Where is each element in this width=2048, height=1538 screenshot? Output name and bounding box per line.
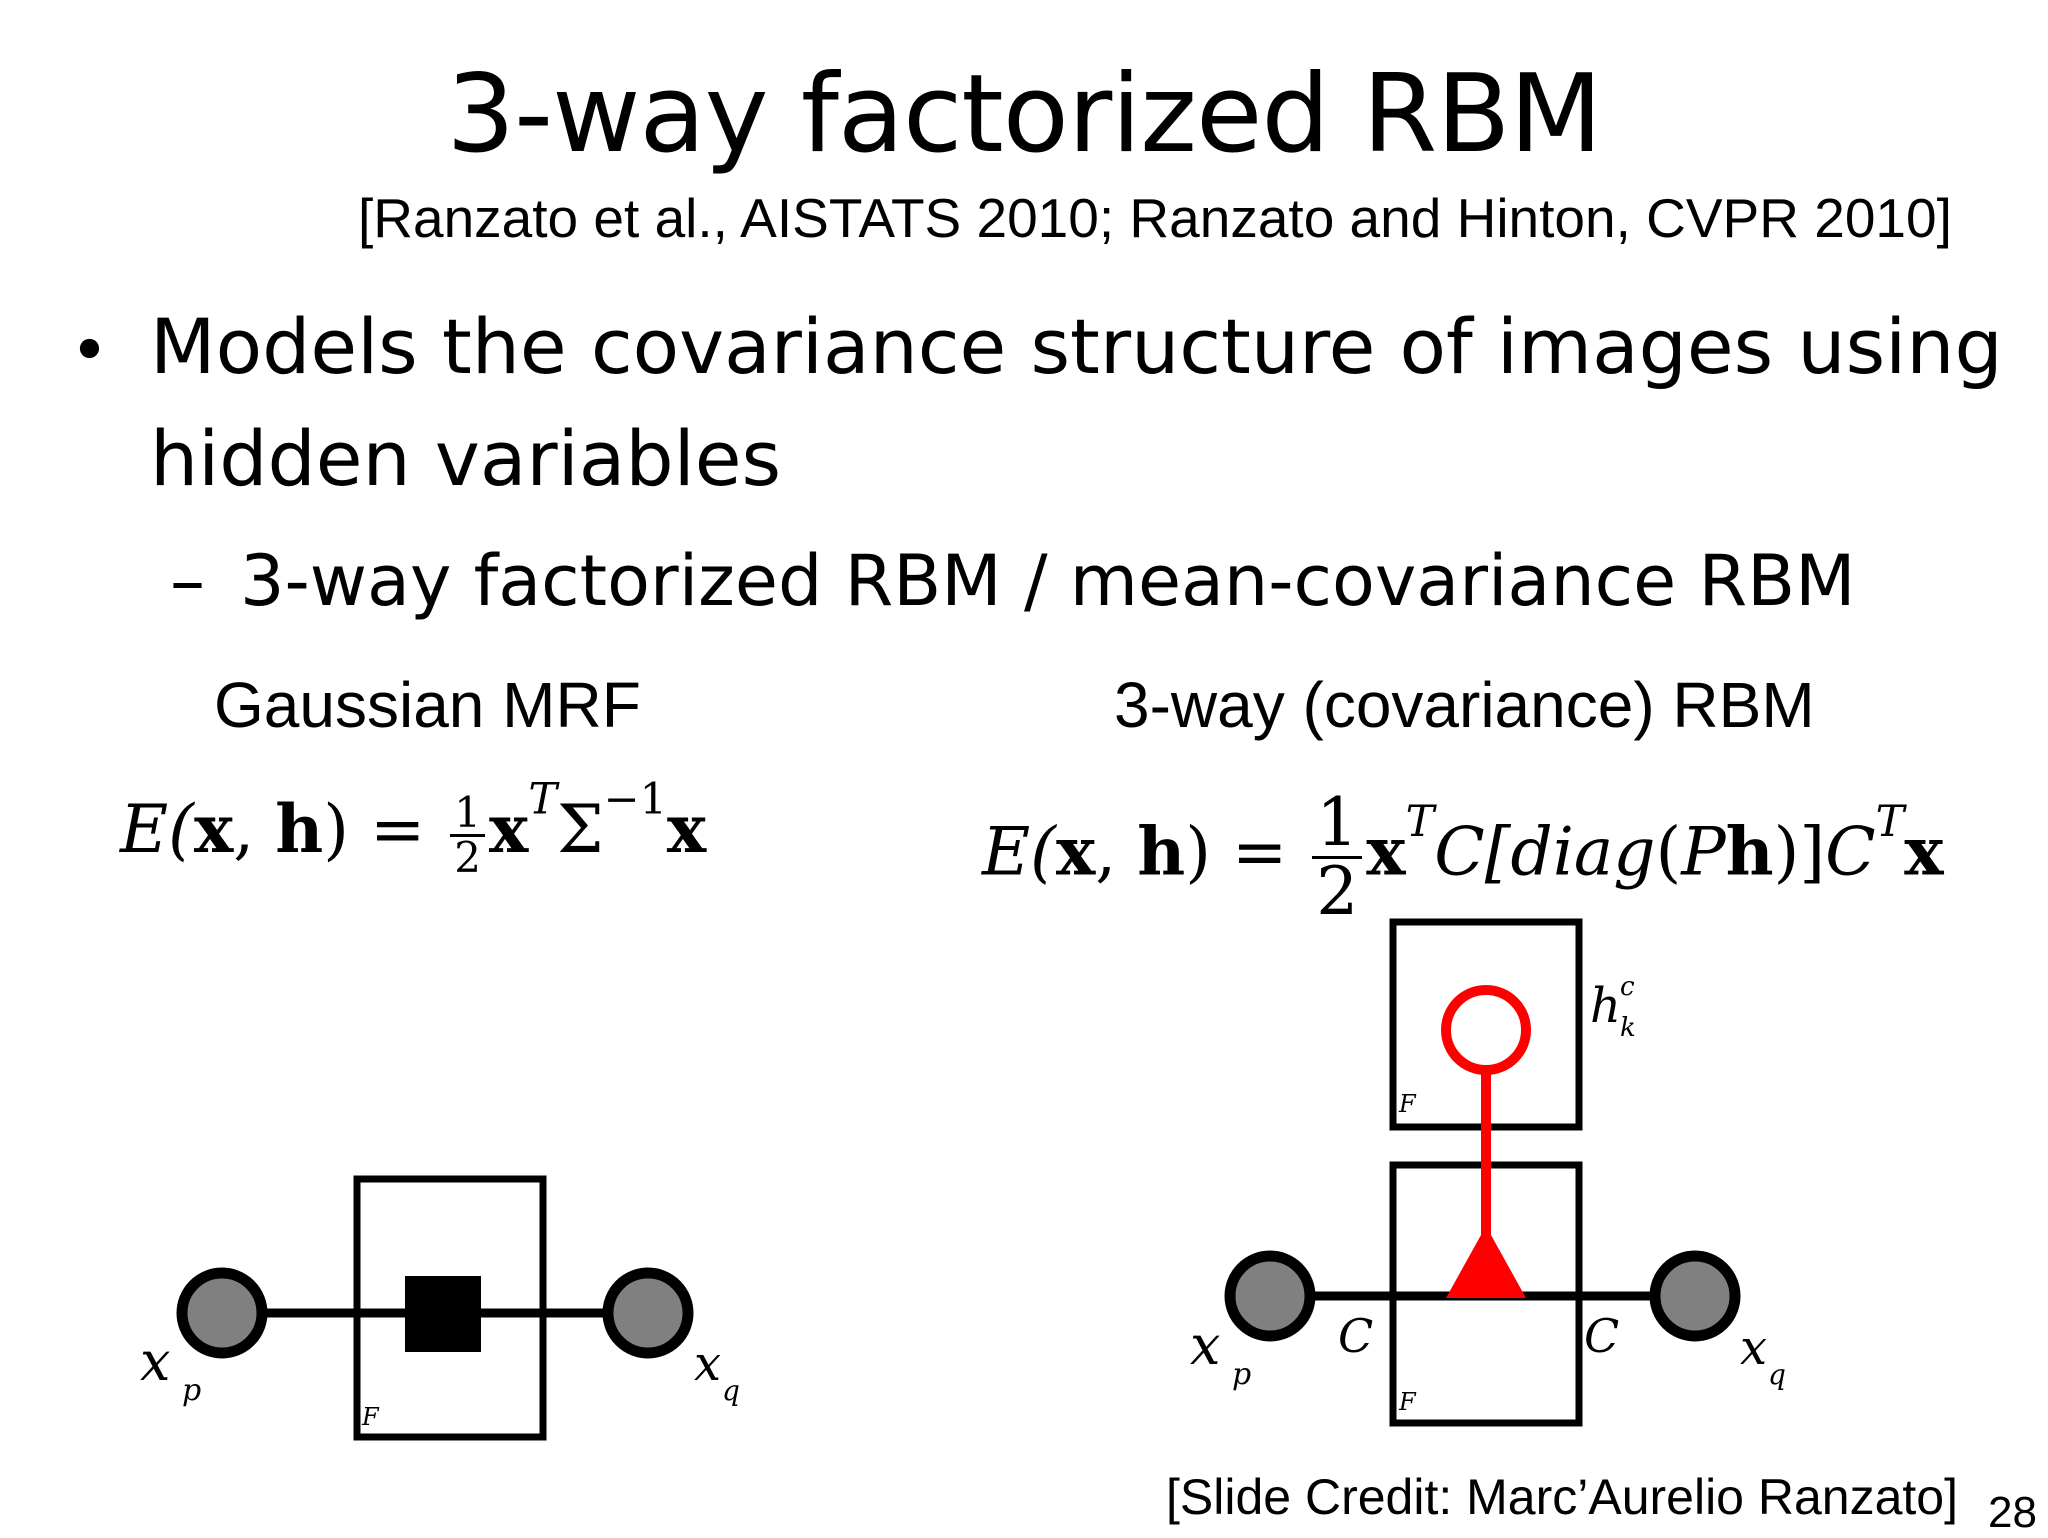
mrf-xp-sub: p (182, 1373, 201, 1408)
eq-right-numerator: 1 (1312, 790, 1363, 859)
rbm-hidden-label: h (1590, 978, 1621, 1034)
rbm-xp-sub: p (1232, 1357, 1251, 1392)
eq-right-diag: diag (1510, 813, 1656, 891)
mrf-xq-sub: q (722, 1374, 740, 1407)
rbm-node-xq (1649, 1250, 1741, 1342)
eq-right-x: x (1055, 812, 1096, 891)
eq-left-x3: x (666, 790, 707, 868)
bullet-text-line1: Models the covariance structure of image… (150, 302, 2003, 391)
eq-right-transpose: T (1405, 796, 1435, 847)
eq-right-denominator: 2 (1316, 853, 1359, 930)
rbm-xq-sub: q (1768, 1358, 1786, 1391)
eq-left-lhs: E( (120, 791, 194, 868)
eq-right-c-bracket: C[ (1434, 813, 1511, 891)
rbm-xp-label: x (1190, 1314, 1220, 1377)
eq-left-close: ) = (323, 791, 447, 868)
eq-right-p: P (1681, 813, 1726, 891)
bullet-marker: • (70, 312, 109, 389)
rbm-left-weight-label: C (1338, 1309, 1373, 1363)
gaussian-mrf-heading: Gaussian MRF (214, 669, 641, 741)
sub-bullet-text: 3-way factorized RBM / mean-covariance R… (240, 540, 1856, 622)
sub-bullet-marker: – (170, 540, 205, 622)
eq-right-x3: x (1904, 812, 1944, 891)
eq-right-close-bracket: )] (1773, 813, 1826, 891)
rbm-hidden-sub: k (1620, 1013, 1636, 1043)
mrf-node-xp (176, 1267, 268, 1359)
rbm-lower-plate-label: F (1398, 1388, 1417, 1416)
mrf-xq-label: x (694, 1336, 721, 1392)
eq-left-sigma: Σ (556, 791, 604, 868)
mrf-plate (353, 1175, 547, 1441)
eq-right-h: h (1137, 812, 1186, 891)
eq-right-close: ) = (1185, 813, 1309, 891)
eq-right-lhs: E( (982, 813, 1056, 891)
eq-left-x: x (193, 790, 234, 868)
covariance-rbm-heading: 3-way (covariance) RBM (1114, 669, 1815, 741)
eq-right-transpose2: T (1875, 796, 1905, 847)
eq-left-h: h (275, 790, 324, 868)
eq-right-comma: , (1095, 813, 1138, 891)
slide-title: 3-way factorized RBM (446, 52, 1602, 177)
mrf-node-xq (602, 1267, 694, 1359)
eq-left-numerator: 1 (450, 791, 486, 837)
mrf-factor-square (405, 1276, 481, 1352)
eq-right-x2: x (1366, 812, 1406, 891)
eq-left-transpose: T (528, 774, 557, 825)
eq-right-c2: C (1825, 813, 1876, 891)
rbm-right-weight-label: C (1584, 1309, 1619, 1363)
rbm-node-xp (1224, 1250, 1316, 1342)
citation: [Ranzato et al., AISTATS 2010; Ranzato a… (358, 187, 1952, 249)
eq-left-comma: , (233, 791, 276, 868)
bullet-text-line2: hidden variables (150, 414, 782, 503)
mrf-xp-label: x (140, 1330, 170, 1393)
mrf-plate-label: F (361, 1403, 380, 1431)
rbm-factor-triangle (1446, 1226, 1526, 1298)
rbm-hidden-sup: c (1620, 972, 1635, 1002)
eq-left-denominator: 2 (454, 832, 482, 882)
page-number: 28 (1988, 1488, 2037, 1537)
rbm-hidden-unit (1441, 985, 1531, 1075)
rbm-xq-label: x (1740, 1320, 1767, 1376)
eq-right-paren-open: ( (1655, 813, 1682, 891)
rbm-upper-plate-label: F (1398, 1090, 1417, 1118)
eq-left-inverse: −1 (603, 774, 667, 825)
eq-left-x2: x (489, 790, 529, 868)
slide-credit: [Slide Credit: Marc’Aurelio Ranzato] (1166, 1469, 1958, 1525)
eq-right-h2: h (1725, 812, 1774, 891)
